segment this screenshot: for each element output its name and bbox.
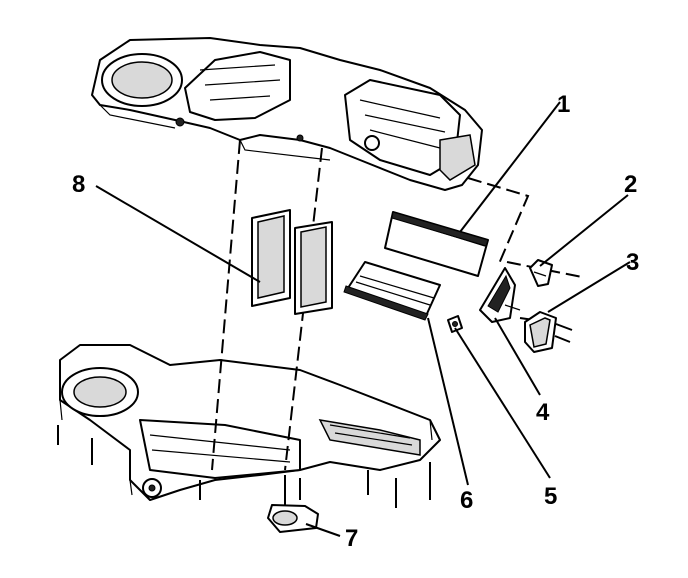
callout-8: 8 bbox=[72, 171, 85, 198]
part-1-door bbox=[384, 211, 489, 277]
callout-4: 4 bbox=[536, 399, 550, 426]
part-3-actuator bbox=[524, 311, 573, 353]
lower-screws bbox=[57, 425, 431, 508]
callout-2: 2 bbox=[624, 171, 637, 198]
upper-case-half bbox=[91, 37, 483, 191]
part-5-clip bbox=[447, 315, 463, 333]
part-8-door-assembly bbox=[251, 209, 333, 315]
callout-7: 7 bbox=[345, 525, 358, 552]
callout-6: 6 bbox=[460, 487, 473, 514]
callout-5: 5 bbox=[544, 483, 557, 510]
callout-labels: 1 2 3 4 5 6 7 8 bbox=[72, 91, 639, 552]
lower-case-half bbox=[59, 344, 441, 501]
part-4-lever bbox=[479, 267, 521, 323]
part-2-link bbox=[529, 259, 553, 287]
part-7-drain bbox=[267, 475, 319, 533]
part-6-valve-door bbox=[343, 261, 441, 321]
leader-lines bbox=[95, 101, 631, 537]
callout-1: 1 bbox=[557, 91, 570, 118]
callout-3: 3 bbox=[626, 249, 639, 276]
